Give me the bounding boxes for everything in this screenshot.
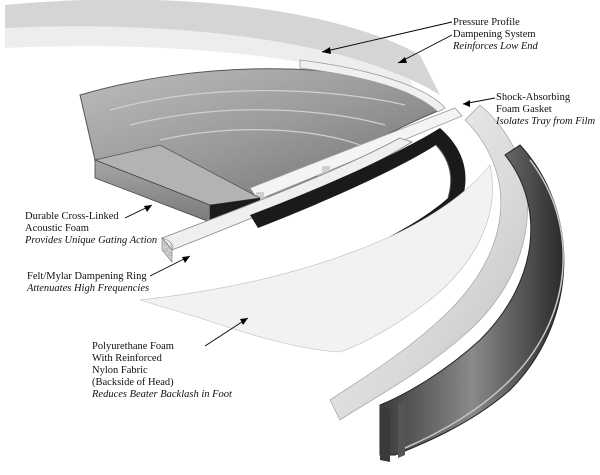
polyurethane-title-3: Nylon Fabric	[92, 365, 148, 376]
leader-lines	[124, 21, 496, 347]
felt-mylar-subtitle: Attenuates High Frequencies	[27, 283, 150, 294]
hoop-channel	[379, 144, 565, 462]
polyurethane-title-1: Polyurethane Foam	[92, 341, 174, 352]
pressure-profile-subtitle: Reinforces Low End	[453, 41, 538, 52]
polyurethane-subtitle: Reduces Beater Backlash in Foot	[92, 389, 232, 400]
callout-cross-linked: Durable Cross-Linked Acoustic Foam Provi…	[25, 211, 157, 247]
upper-film-ring	[5, 0, 440, 97]
cross-linked-title-1: Durable Cross-Linked	[25, 211, 119, 222]
pressure-profile-title-2: Dampening System	[453, 29, 536, 40]
callout-pressure-profile: Pressure Profile Dampening System Reinfo…	[453, 17, 538, 53]
film-sweep	[139, 104, 528, 421]
cross-linked-title-2: Acoustic Foam	[25, 223, 89, 234]
polyurethane-title-4: (Backside of Head)	[92, 377, 174, 388]
felt-mylar-title-1: Felt/Mylar Dampening Ring	[27, 271, 147, 282]
callout-felt-mylar: Felt/Mylar Dampening Ring Attenuates Hig…	[27, 271, 149, 295]
cross-linked-subtitle: Provides Unique Gating Action	[25, 235, 158, 246]
shock-absorbing-title-1: Shock-Absorbing	[496, 92, 571, 103]
pressure-profile-title-1: Pressure Profile	[453, 17, 520, 28]
shock-absorbing-title-2: Foam Gasket	[496, 104, 552, 115]
callout-polyurethane: Polyurethane Foam With Reinforced Nylon …	[92, 341, 232, 401]
callout-shock-absorbing: Shock-Absorbing Foam Gasket Isolates Tra…	[496, 92, 595, 128]
shock-absorbing-subtitle: Isolates Tray from Film	[496, 116, 596, 127]
polyurethane-title-2: With Reinforced	[92, 353, 162, 364]
leader-arrowheads	[144, 47, 470, 325]
felt-mylar-ring	[161, 137, 413, 263]
